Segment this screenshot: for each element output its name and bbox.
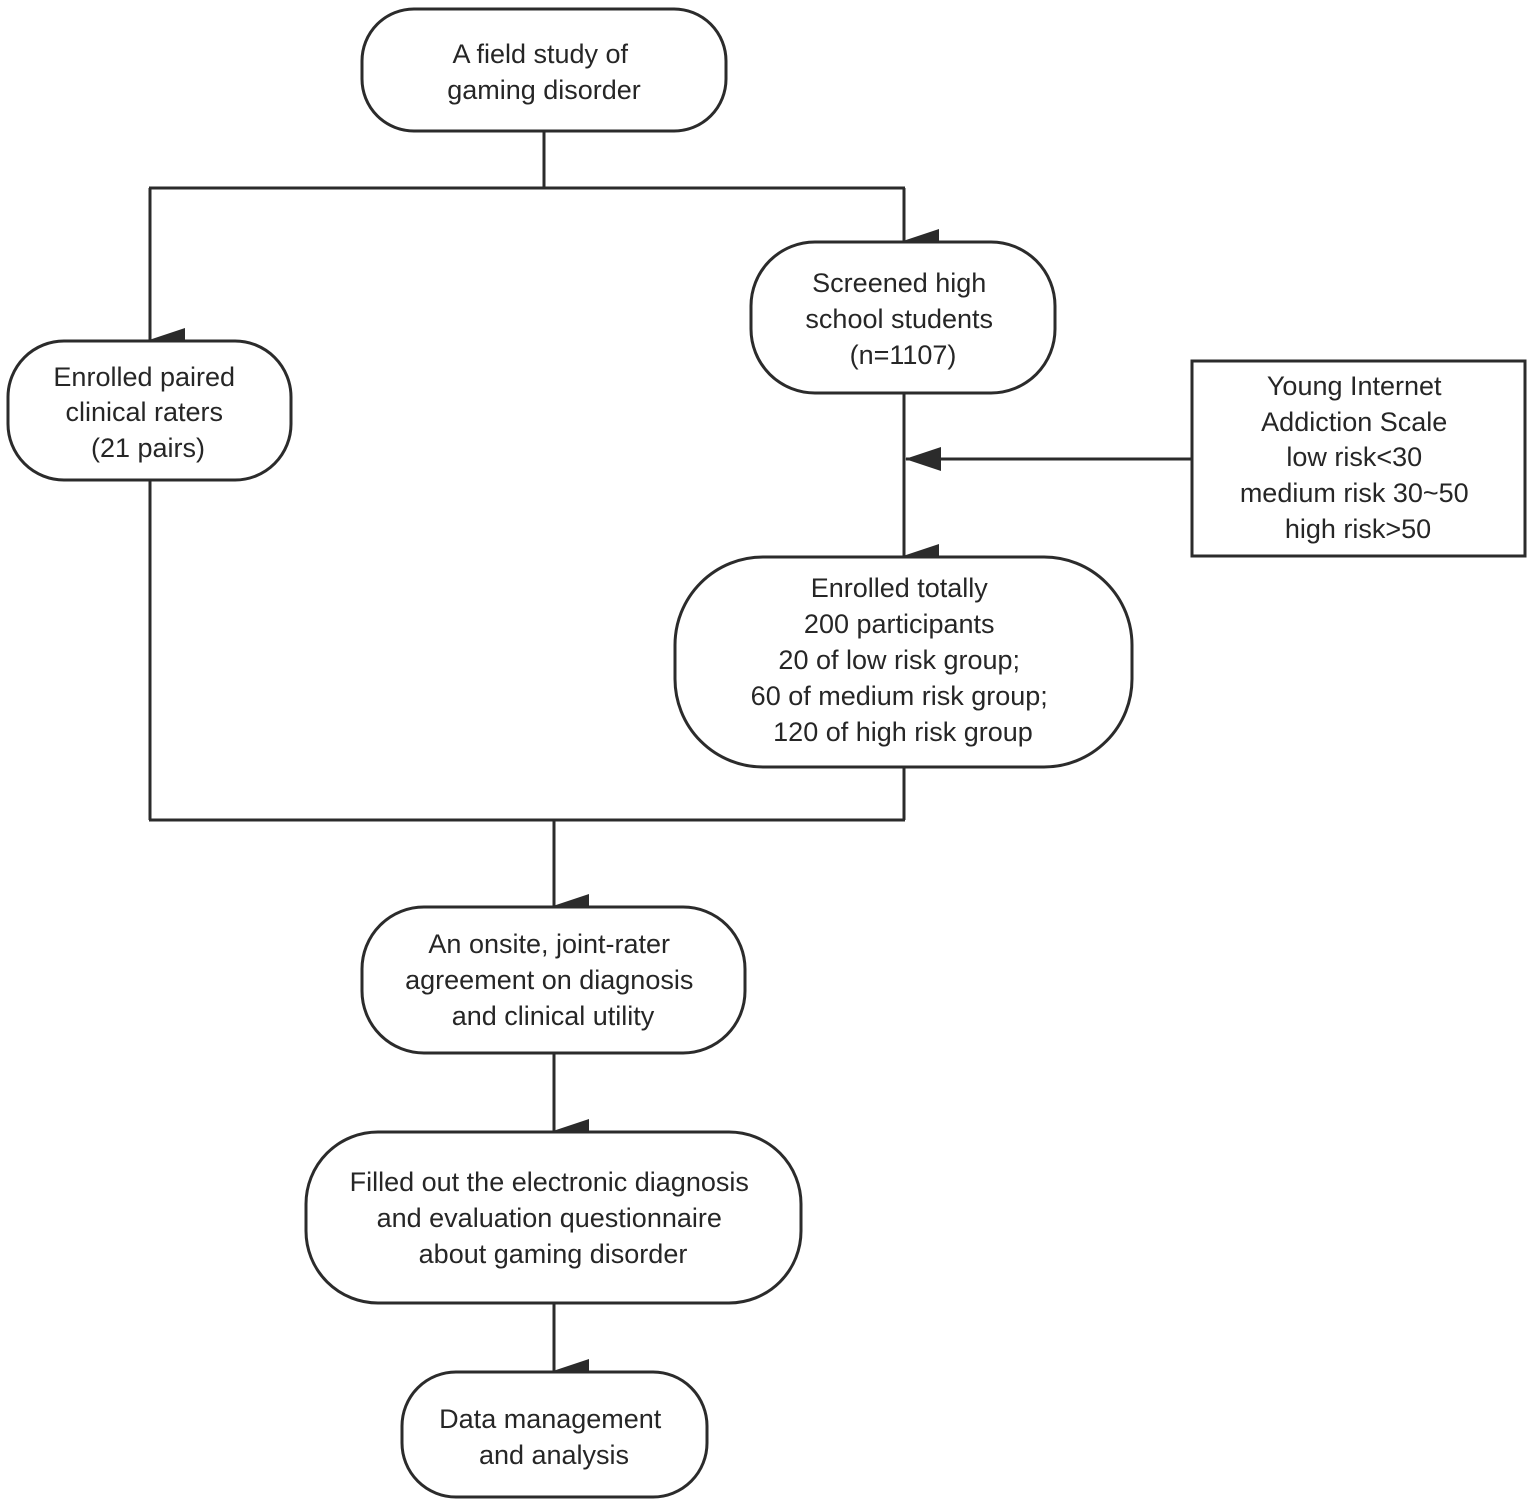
node-screened-line-3: (n=1107): [850, 340, 957, 370]
node-enrolled-line-3: 20 of low risk group;: [778, 645, 1020, 675]
svg-text:A field study of gaming: A field study of gaming disorder: [447, 39, 641, 105]
node-raters-line-3: (21 pairs): [91, 433, 205, 463]
node-questionnaire-line-2: and evaluation questionnaire: [377, 1203, 722, 1233]
node-screened: Screened high school students (n=1107): [749, 240, 1057, 395]
node-enrolled: Enrolled totally 200 participants 20 of …: [673, 555, 1134, 769]
node-onsite-line-2: agreement on diagnosis: [405, 965, 693, 995]
node-scale-line-3: low risk<30: [1286, 442, 1422, 472]
node-data-mgmt: Data management and analysis: [400, 1370, 709, 1499]
node-questionnaire-line-3: about gaming disorder: [419, 1239, 688, 1269]
node-field-study: A field study of gaming disorder: [360, 7, 728, 133]
svg-text:Filled out the electronic diag: Filled out the electronic diagnosis and …: [350, 1167, 757, 1269]
node-data-mgmt-line-1: Data management: [439, 1404, 662, 1434]
node-scale-line-4: medium risk 30~50: [1240, 478, 1469, 508]
node-questionnaire: Filled out the electronic diagnosis and …: [304, 1130, 803, 1305]
node-enrolled-line-1: Enrolled totally: [811, 573, 989, 603]
svg-text:Enrolled totally 200 par: Enrolled totally 200 participants 20 of …: [751, 573, 1056, 747]
node-enrolled-line-4: 60 of medium risk group;: [751, 681, 1048, 711]
node-field-study-line-1: A field study of: [452, 39, 628, 69]
node-onsite-line-1: An onsite, joint-rater: [428, 929, 670, 959]
node-questionnaire-line-1: Filled out the electronic diagnosis: [350, 1167, 749, 1197]
node-screened-line-2: school students: [805, 304, 993, 334]
svg-text:An onsite, joint-rater a: An onsite, joint-rater agreement on diag…: [405, 929, 701, 1031]
node-scale-line-1: Young Internet: [1267, 371, 1442, 401]
node-raters-line-1: Enrolled paired: [53, 362, 235, 392]
node-data-mgmt-line-2: and analysis: [479, 1440, 629, 1470]
node-onsite: An onsite, joint-rater agreement on diag…: [360, 905, 747, 1055]
svg-text:Young Internet Addiction: Young Internet Addiction Scale low risk<…: [1240, 371, 1476, 544]
connectors: [148, 131, 1192, 1383]
node-raters-line-2: clinical raters: [65, 397, 223, 427]
node-enrolled-line-2: 200 participants: [804, 609, 995, 639]
node-onsite-line-3: and clinical utility: [452, 1001, 655, 1031]
node-field-study-line-2: gaming disorder: [447, 75, 641, 105]
node-scale: Young Internet Addiction Scale low risk<…: [1190, 359, 1527, 558]
node-raters: Enrolled paired clinical raters (21 pair…: [6, 339, 293, 482]
svg-text:Data management and anal: Data management and analysis: [439, 1404, 669, 1470]
node-scale-line-2: Addiction Scale: [1261, 407, 1447, 437]
svg-text:Screened high school stu: Screened high school students (n=1107): [805, 268, 1000, 370]
svg-text:Enrolled paired clinical: Enrolled paired clinical raters (21 pair…: [53, 362, 242, 463]
node-enrolled-line-5: 120 of high risk group: [773, 717, 1033, 747]
node-screened-line-1: Screened high: [812, 268, 986, 298]
node-scale-line-5: high risk>50: [1285, 514, 1431, 544]
